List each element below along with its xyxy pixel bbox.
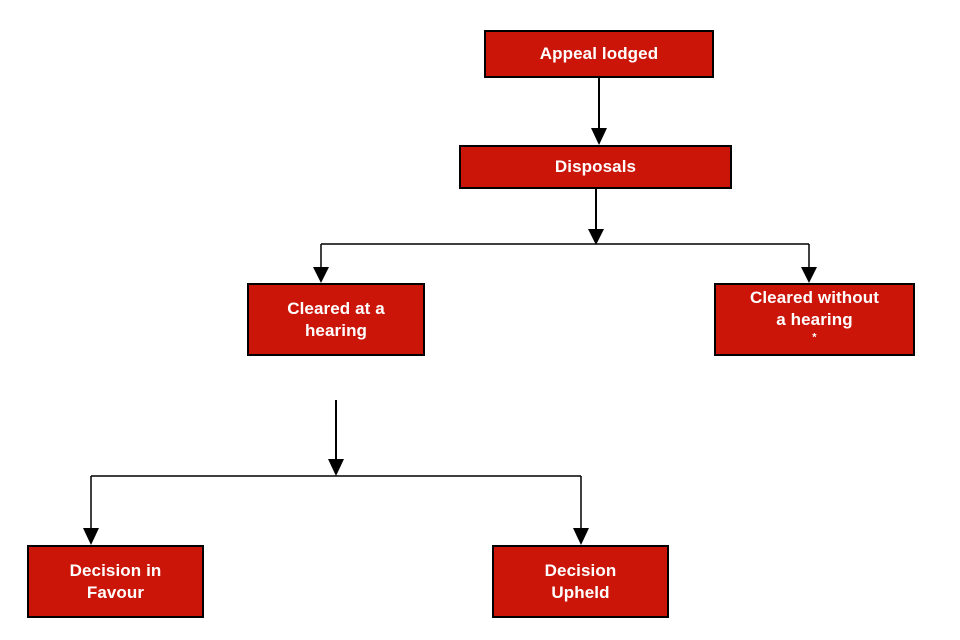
node-cleared-at-a-hearing-label: Cleared at a hearing — [287, 298, 385, 340]
node-decision-upheld[interactable]: Decision Upheld — [492, 545, 669, 618]
node-disposals[interactable]: Disposals — [459, 145, 732, 189]
connector-appeal-lodged-to-disposals — [580, 78, 620, 146]
footnote-marker-icon: * — [812, 330, 817, 343]
node-cleared-without-a-hearing-text: Cleared without a hearing* — [746, 287, 883, 353]
node-cleared-at-a-hearing[interactable]: Cleared at a hearing — [247, 283, 425, 356]
node-disposals-label: Disposals — [554, 157, 637, 176]
node-appeal-lodged-label: Appeal lodged — [539, 44, 659, 63]
node-decision-in-favour-label: Decision in Favour — [69, 560, 162, 602]
node-cleared-without-a-hearing-label: Cleared without a hearing — [749, 287, 879, 329]
connector-cleared-at-a-hearing-to-decision-branch — [83, 400, 590, 548]
node-cleared-without-a-hearing[interactable]: Cleared without a hearing* — [714, 283, 915, 356]
node-appeal-lodged[interactable]: Appeal lodged — [484, 30, 714, 78]
connector-disposals-to-cleared-branch — [313, 189, 830, 285]
node-decision-in-favour[interactable]: Decision in Favour — [27, 545, 204, 618]
node-decision-upheld-label: Decision Upheld — [544, 560, 617, 602]
